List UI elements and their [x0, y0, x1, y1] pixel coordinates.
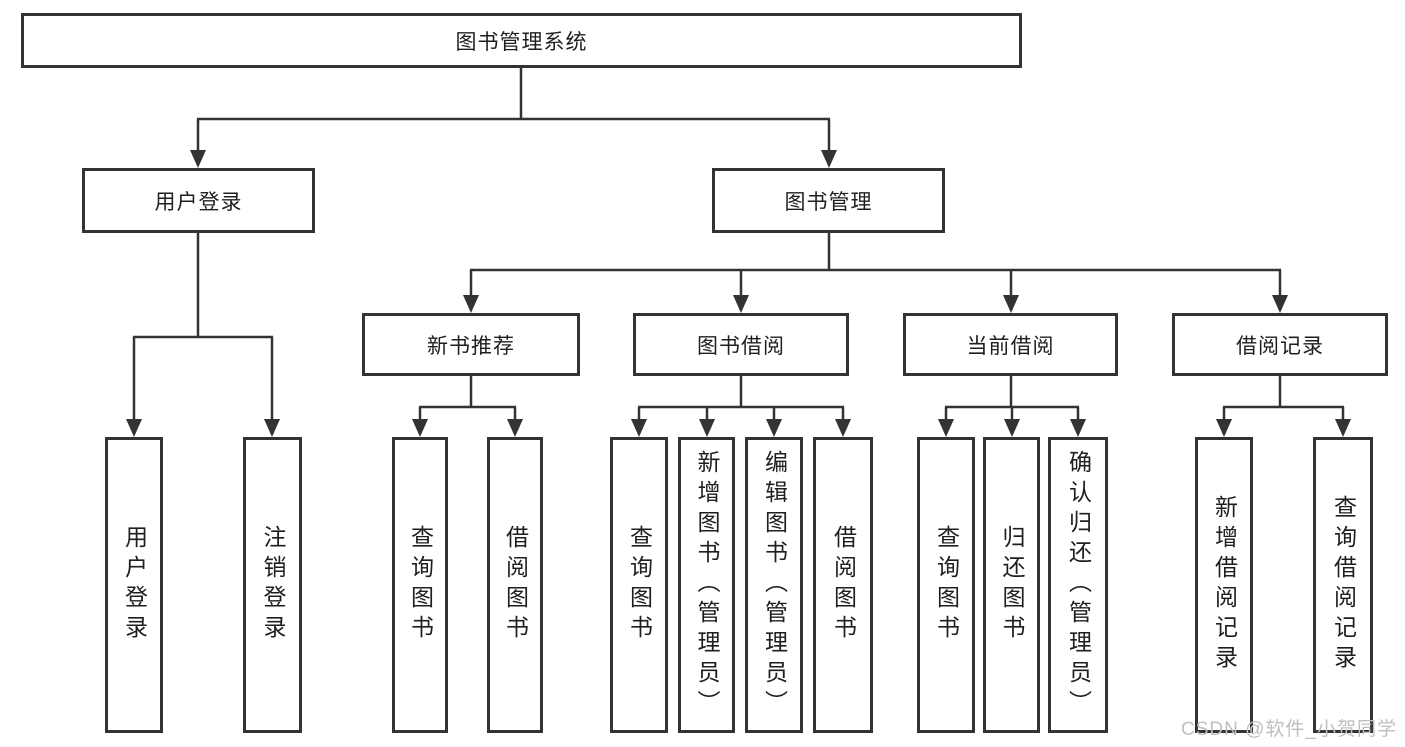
leaf-edit-books-admin: 编辑图书（管理员）: [745, 437, 803, 733]
leaf-logout: 注销登录: [243, 437, 302, 733]
leaf-confirm-return-admin: 确认归还（管理员）: [1048, 437, 1108, 733]
node-book-borrowing: 图书借阅: [633, 313, 849, 376]
node-system-root-label: 图书管理系统: [455, 30, 588, 54]
node-book-borrowing-label: 图书借阅: [697, 334, 785, 358]
leaf-current-query-books-label: 查询图书: [933, 525, 960, 645]
leaf-query-borrow-record: 查询借阅记录: [1313, 437, 1373, 733]
node-system-root: 图书管理系统: [21, 13, 1022, 68]
connector-recommend-to-leaves: [412, 376, 523, 437]
connector-book-management-to-level3: [463, 233, 1288, 313]
leaf-user-login: 用户登录: [105, 437, 163, 733]
leaf-confirm-return-admin-label: 确认归还（管理员）: [1065, 450, 1092, 720]
leaf-borrowing-query-books-label: 查询图书: [626, 525, 653, 645]
node-current-borrowing-label: 当前借阅: [966, 334, 1055, 358]
leaf-return-books-label: 归还图书: [999, 525, 1025, 645]
leaf-add-borrow-record-label: 新增借阅记录: [1211, 495, 1238, 675]
leaf-current-query-books: 查询图书: [917, 437, 975, 733]
leaf-borrowing-borrow-books-label: 借阅图书: [830, 525, 857, 645]
leaf-borrowing-query-books: 查询图书: [610, 437, 668, 733]
connector-root-to-level2: [190, 68, 837, 168]
node-borrowing-records: 借阅记录: [1172, 313, 1388, 376]
node-book-management: 图书管理: [712, 168, 945, 233]
csdn-watermark: CSDN @软件_小贺同学: [1181, 719, 1397, 740]
leaf-add-books-admin-label: 新增图书（管理员）: [694, 450, 720, 720]
node-user-login-label: 用户登录: [154, 190, 243, 214]
leaf-recommend-query-books-label: 查询图书: [407, 525, 434, 645]
connector-current-to-leaves: [938, 376, 1086, 437]
leaf-recommend-query-books: 查询图书: [392, 437, 448, 733]
leaf-add-borrow-record: 新增借阅记录: [1195, 437, 1253, 733]
connector-records-to-leaves: [1216, 376, 1351, 437]
node-new-book-recommendation-label: 新书推荐: [427, 334, 515, 358]
leaf-add-books-admin: 新增图书（管理员）: [678, 437, 735, 733]
leaf-return-books: 归还图书: [983, 437, 1040, 733]
connector-user-login-to-leaves: [126, 233, 280, 437]
leaf-recommend-borrow-books: 借阅图书: [487, 437, 543, 733]
connector-borrowing-to-leaves: [631, 376, 851, 437]
leaf-edit-books-admin-label: 编辑图书（管理员）: [761, 450, 788, 720]
leaf-recommend-borrow-books-label: 借阅图书: [502, 525, 529, 645]
node-user-login: 用户登录: [82, 168, 315, 233]
node-book-management-label: 图书管理: [784, 190, 873, 214]
leaf-query-borrow-record-label: 查询借阅记录: [1330, 495, 1357, 675]
leaf-borrowing-borrow-books: 借阅图书: [813, 437, 873, 733]
leaf-user-login-label: 用户登录: [121, 525, 148, 645]
node-new-book-recommendation: 新书推荐: [362, 313, 580, 376]
leaf-logout-label: 注销登录: [260, 525, 286, 645]
node-current-borrowing: 当前借阅: [903, 313, 1118, 376]
node-borrowing-records-label: 借阅记录: [1236, 334, 1324, 358]
